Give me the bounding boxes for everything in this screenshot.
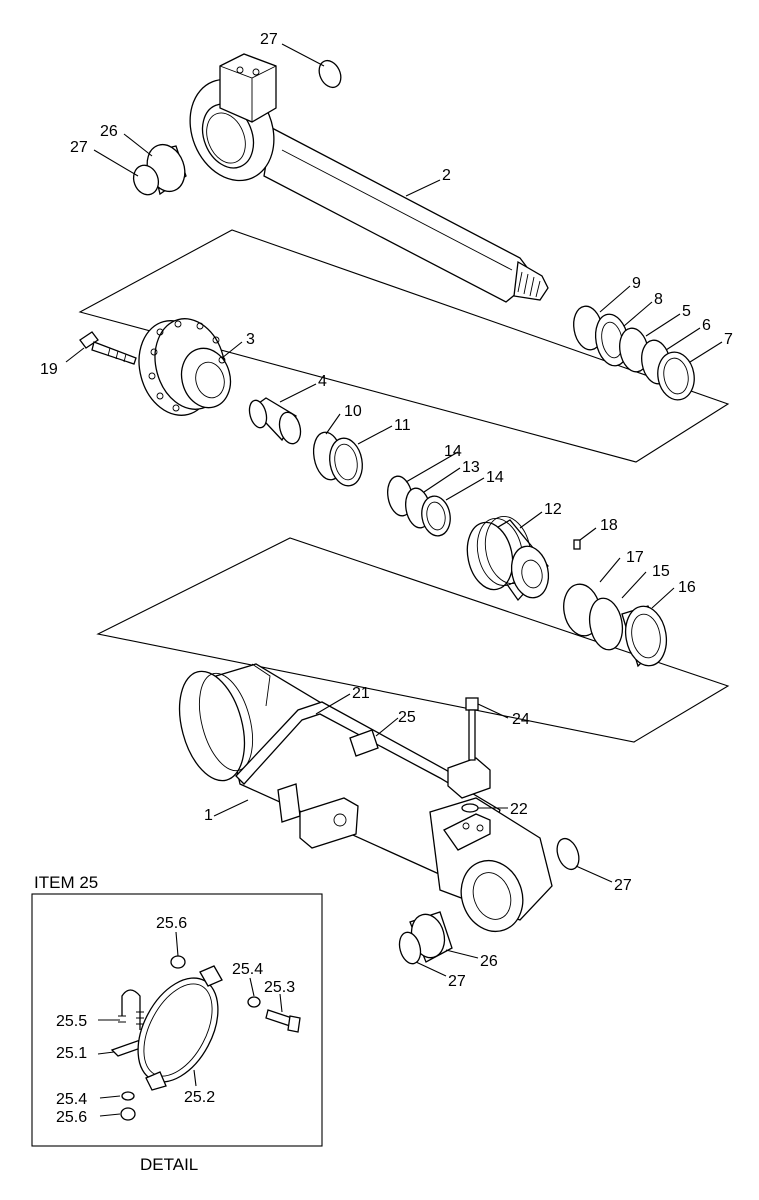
cylinder-head-3 — [138, 318, 232, 416]
callout-7: 7 — [724, 331, 733, 348]
callout-14: 14 — [486, 469, 504, 486]
o-ring-22 — [461, 803, 479, 813]
callout-3: 3 — [246, 331, 255, 348]
callout-21: 21 — [352, 685, 370, 702]
clamp-25 — [349, 729, 379, 757]
pipe-flange — [447, 757, 491, 799]
callout-26: 26 — [480, 953, 498, 970]
detail-callout-25-3: 25.3 — [264, 979, 295, 996]
set-screw-18 — [573, 539, 581, 550]
callout-8: 8 — [654, 291, 663, 308]
callout-1: 1 — [204, 807, 213, 824]
callout-26: 26 — [100, 123, 118, 140]
callout-19: 19 — [40, 361, 58, 378]
callout-labels: 27 26 27 2 9 8 5 6 7 19 3 4 10 11 14 13 … — [40, 31, 733, 990]
seal-ring-27-rod-top — [318, 59, 342, 89]
detail-title: ITEM 25 — [34, 873, 98, 892]
assembly-plane-upper — [78, 229, 730, 463]
callout-24: 24 — [512, 711, 530, 728]
detail-callout-25-2: 25.2 — [184, 1089, 215, 1106]
callout-22: 22 — [510, 801, 528, 818]
assembly-plane-lower — [96, 537, 730, 743]
bolt-24 — [465, 697, 479, 761]
bolt-19 — [79, 331, 137, 365]
callout-16: 16 — [678, 579, 696, 596]
callout-6: 6 — [702, 317, 711, 334]
callout-25: 25 — [398, 709, 416, 726]
backup-ring-15 — [588, 597, 624, 651]
piston-rod — [189, 53, 549, 303]
callout-9: 9 — [632, 275, 641, 292]
callout-27: 27 — [448, 973, 466, 990]
leader-lines — [65, 43, 723, 977]
callout-12: 12 — [544, 501, 562, 518]
nut-16 — [621, 605, 668, 668]
detail-box — [31, 893, 323, 1147]
detail-callout-25-5: 25.5 — [56, 1013, 87, 1030]
detail-callout-25-4: 25.4 — [232, 961, 263, 978]
bushing-4 — [248, 397, 302, 445]
detail-item-25: ITEM 25 25.6 25.4 25.3 — [31, 873, 323, 1174]
detail-caption: DETAIL — [140, 1155, 198, 1174]
piston-12 — [466, 515, 550, 602]
wiper-ring-7 — [657, 351, 695, 401]
detail-callout-25-1: 25.1 — [56, 1045, 87, 1062]
callout-17: 17 — [626, 549, 644, 566]
seal-ring-27-tube-left — [398, 931, 422, 965]
callout-27: 27 — [70, 139, 88, 156]
detail-callout-25-6: 25.6 — [156, 915, 187, 932]
callout-11: 11 — [394, 417, 411, 434]
detail-callout-25-6: 25.6 — [56, 1109, 87, 1126]
callout-2: 2 — [442, 167, 451, 184]
seal-ring-27-tube-right — [556, 837, 580, 871]
callout-5: 5 — [682, 303, 691, 320]
backup-ring-11 — [329, 437, 363, 487]
callout-13: 13 — [462, 459, 480, 476]
callout-15: 15 — [652, 563, 670, 580]
detail-callout-25-4: 25.4 — [56, 1091, 87, 1108]
clamp-lower — [277, 783, 301, 823]
callout-14: 14 — [444, 443, 462, 460]
callout-18: 18 — [600, 517, 618, 534]
callout-27: 27 — [614, 877, 632, 894]
cylinder-tube-1 — [178, 663, 553, 933]
seal-ring-27-rod-left — [132, 164, 160, 196]
port-block — [299, 797, 359, 849]
callout-10: 10 — [344, 403, 362, 420]
callout-27: 27 — [260, 31, 278, 48]
callout-4: 4 — [318, 373, 327, 390]
